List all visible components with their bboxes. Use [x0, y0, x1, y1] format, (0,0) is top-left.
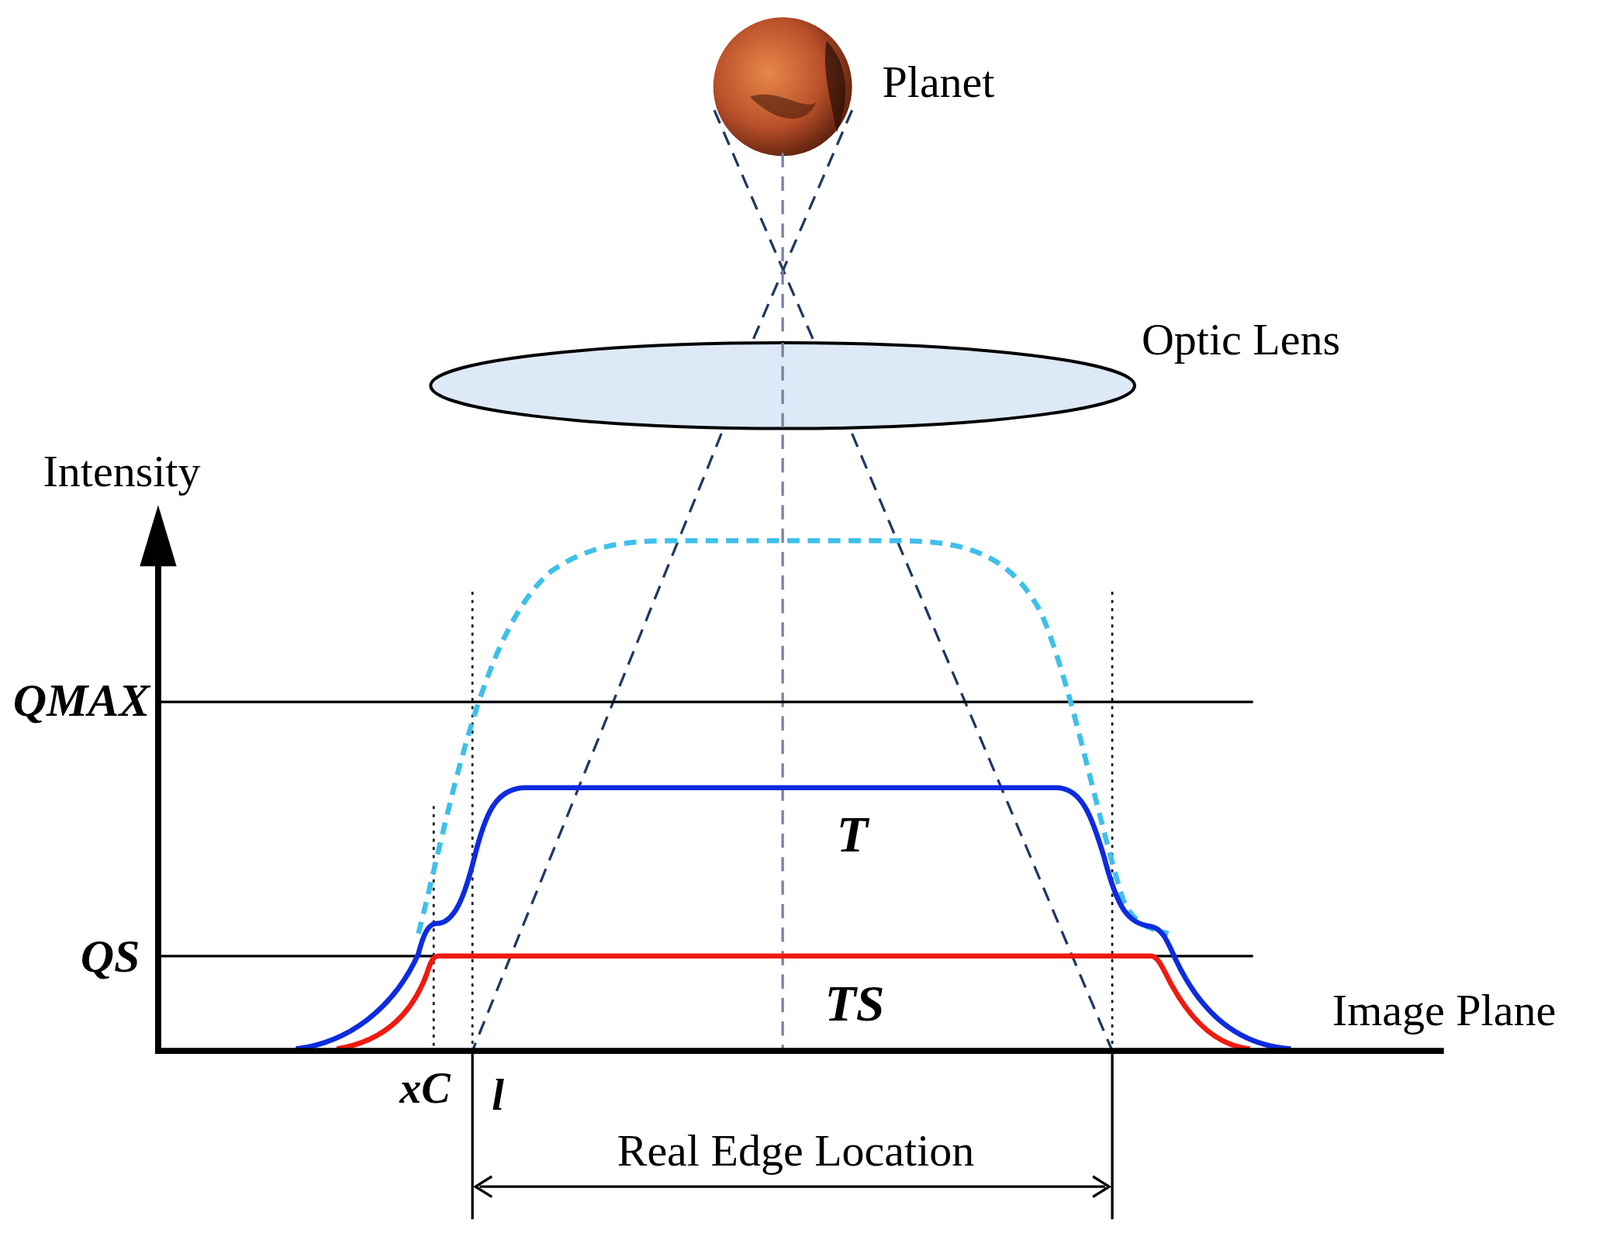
- dimension-label: Real Edge Location: [617, 1128, 975, 1174]
- axis-label: Intensity: [43, 449, 201, 495]
- saturated-profile: [418, 540, 1169, 934]
- dimension-arrow: [479, 1185, 1106, 1189]
- optical-axis: [780, 152, 784, 1051]
- optic-lens: [430, 342, 1135, 429]
- threshold-label: QMAX: [13, 677, 151, 724]
- optical-axis: [780, 342, 784, 429]
- clipped-profile: [336, 956, 1251, 1050]
- dotted-marker: [471, 591, 474, 1051]
- dotted-marker: [1111, 591, 1114, 1051]
- planet: [713, 17, 853, 156]
- bracket-line: [1110, 1050, 1113, 1220]
- arrow-head: [475, 1176, 492, 1197]
- position-label: xC: [399, 1066, 450, 1110]
- planet-feature: [749, 94, 817, 119]
- intensity-profile: [296, 787, 1292, 1050]
- dotted-marker: [432, 805, 436, 1051]
- position-label: l: [491, 1073, 505, 1117]
- planet-label: Planet: [882, 59, 996, 105]
- lens-label: Optic Lens: [1141, 317, 1341, 363]
- threshold-label: QS: [80, 933, 141, 980]
- threshold-line: [158, 701, 1254, 704]
- planet-feature: [825, 41, 846, 133]
- intensity-axis: [155, 561, 162, 1054]
- arrow-head: [1092, 1176, 1110, 1197]
- profile-label: TS: [824, 977, 885, 1030]
- profile-label: T: [836, 808, 868, 861]
- axis-label: Image Plane: [1332, 988, 1556, 1034]
- arrow-head: [139, 504, 177, 567]
- image-plane-axis: [158, 1047, 1445, 1054]
- bracket-line: [471, 1050, 474, 1220]
